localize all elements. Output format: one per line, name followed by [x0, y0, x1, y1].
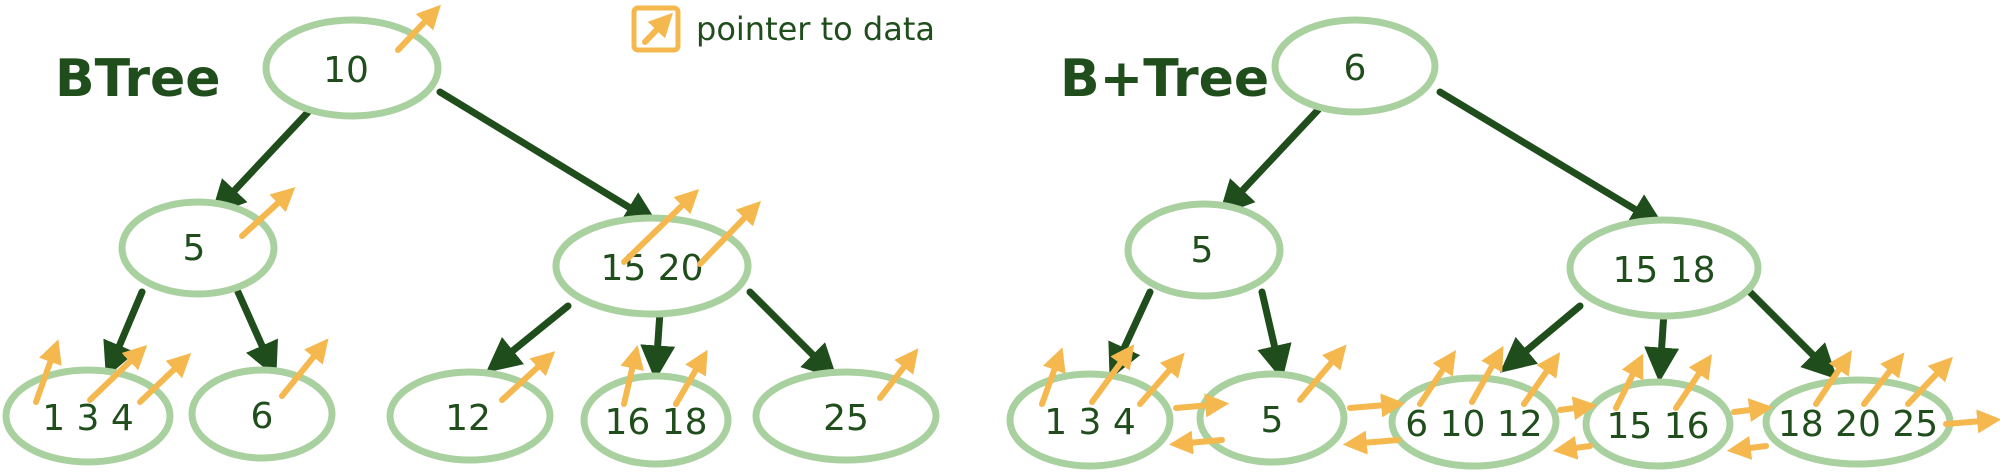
bplustree-edge-5-left	[1108, 288, 1154, 380]
btree-leaf-1-3-4: 1 3 4	[2, 366, 174, 466]
btree-leaf-16-18: 16 18	[580, 372, 732, 468]
left-arrow-icon	[1726, 436, 1769, 460]
bplustree-leaf-6-10-12: 6 10 12	[1388, 374, 1560, 470]
bplustree-edge-root-right	[1436, 88, 1665, 228]
pointer-arrow-icon	[877, 348, 919, 401]
bplustree-leaf-links	[1168, 393, 2000, 460]
btree-node-5-keys: 5	[183, 228, 206, 269]
bplustree-data-pointers	[1039, 344, 1953, 411]
left-arrow-icon	[1342, 430, 1401, 455]
right-arrow-icon	[1173, 393, 1230, 418]
bplustree-leaf-15-16-keys: 15 16	[1606, 406, 1709, 447]
bplustree-edge-1518-mid	[1644, 308, 1680, 383]
btree-node-15-20: 15 20	[552, 214, 752, 318]
bplustree-node-15-18-keys: 15 18	[1612, 250, 1715, 291]
btree-edge-root-left	[210, 106, 314, 216]
bplustree-leaf-1-3-4-keys: 1 3 4	[1044, 402, 1136, 443]
btree-leaf-1-3-4-keys: 1 3 4	[42, 398, 134, 439]
pointer-arrow-icon	[239, 187, 296, 239]
bplustree-node-5: 5	[1124, 200, 1284, 300]
bplustree-root-node: 6	[1271, 16, 1439, 116]
btree-node-5: 5	[118, 198, 278, 298]
bplustree-edge-root-left	[1218, 106, 1322, 216]
pointer-arrow-icon	[137, 353, 192, 405]
btree-leaf-12-keys: 12	[445, 398, 491, 439]
bplustree-leaf-6-10-12-keys: 6 10 12	[1405, 404, 1542, 445]
btree-edge-1520-mid	[640, 308, 676, 381]
pointer-arrow-icon	[1613, 353, 1644, 411]
bplustree-node-5-keys: 5	[1191, 230, 1214, 271]
pointer-arrow-icon	[1813, 350, 1852, 407]
bplustree-leaf-5-keys: 5	[1261, 400, 1284, 441]
btree-root-keys: 10	[323, 50, 369, 91]
pointer-arrow-icon	[279, 338, 329, 399]
bplustree-edge-1518-right	[1744, 286, 1838, 380]
btree-leaf-6-keys: 6	[251, 396, 274, 437]
right-arrow-icon	[1557, 396, 1598, 421]
btree-leaf-25-keys: 25	[823, 398, 869, 439]
btree-edge-1520-right	[746, 288, 838, 380]
btree-node-15-20-keys: 15 20	[600, 248, 703, 289]
btree-title: BTree	[55, 49, 221, 109]
pointer-arrow-icon	[1137, 352, 1185, 407]
pointer-arrow-icon	[33, 339, 62, 405]
btree-edge-root-right	[436, 88, 659, 226]
btree-edge-1520-left	[485, 302, 572, 373]
pointer-arrow-icon	[1521, 352, 1561, 407]
pointer-arrow-icon	[1089, 344, 1135, 405]
bplustree-edge-5-right	[1257, 288, 1292, 381]
pointer-arrow-icon	[1673, 354, 1712, 411]
pointer-arrow-icon	[1417, 350, 1456, 407]
pointer-arrow-icon	[673, 349, 708, 407]
bplustree-diagram: B+Tree 6 5 15 18 1 3 4 5	[1006, 16, 2000, 470]
left-arrow-icon	[1168, 430, 1225, 455]
btree-diagram: BTree 10 5 15 20 1 3 4 6	[2, 4, 940, 468]
btree-root-node: 10	[262, 16, 442, 120]
btree-leaf-12: 12	[386, 368, 554, 464]
bplustree-leaf-18-20-25-keys: 18 20 25	[1778, 404, 1938, 445]
btree-leaf-16-18-keys: 16 18	[604, 402, 707, 443]
pointer-arrow-icon	[1905, 356, 1953, 407]
bplustree-leaf-5: 5	[1196, 370, 1348, 466]
right-arrow-icon	[1347, 393, 1406, 418]
pointer-arrow-icon	[621, 188, 700, 265]
pointer-arrow-icon	[87, 345, 148, 403]
legend-label: pointer to data	[696, 10, 935, 48]
bplustree-node-15-18: 15 18	[1566, 216, 1762, 320]
right-arrow-icon	[1943, 409, 2000, 434]
bplustree-root-keys: 6	[1344, 48, 1367, 89]
btree-edge-5-left	[103, 288, 146, 378]
btree-leaf-6: 6	[188, 366, 336, 462]
right-arrow-icon	[1731, 398, 1774, 422]
bplustree-leaf-15-16: 15 16	[1582, 378, 1734, 470]
btree-data-pointers	[33, 4, 919, 407]
btree-leaf-25: 25	[752, 368, 940, 464]
pointer-arrow-icon	[1039, 347, 1066, 407]
pointer-arrow-icon-arrow	[642, 12, 673, 45]
pointer-arrow-icon	[1469, 345, 1504, 405]
pointer-arrow-icon	[1297, 344, 1347, 403]
bplustree-title: B+Tree	[1060, 49, 1269, 109]
pointer-arrow-icon	[697, 200, 762, 267]
left-arrow-icon	[1552, 435, 1593, 460]
pointer-arrow-icon	[395, 4, 441, 53]
bplustree-edge-1518-left	[1499, 302, 1584, 373]
pointer-arrow-icon	[1861, 352, 1905, 407]
legend: pointer to data	[631, 5, 935, 53]
pointer-arrow-icon	[499, 351, 556, 403]
pointer-arrow-icon	[620, 344, 644, 407]
btree-edge-5-right	[234, 288, 278, 378]
bplustree-leaf-1-3-4: 1 3 4	[1006, 370, 1174, 470]
